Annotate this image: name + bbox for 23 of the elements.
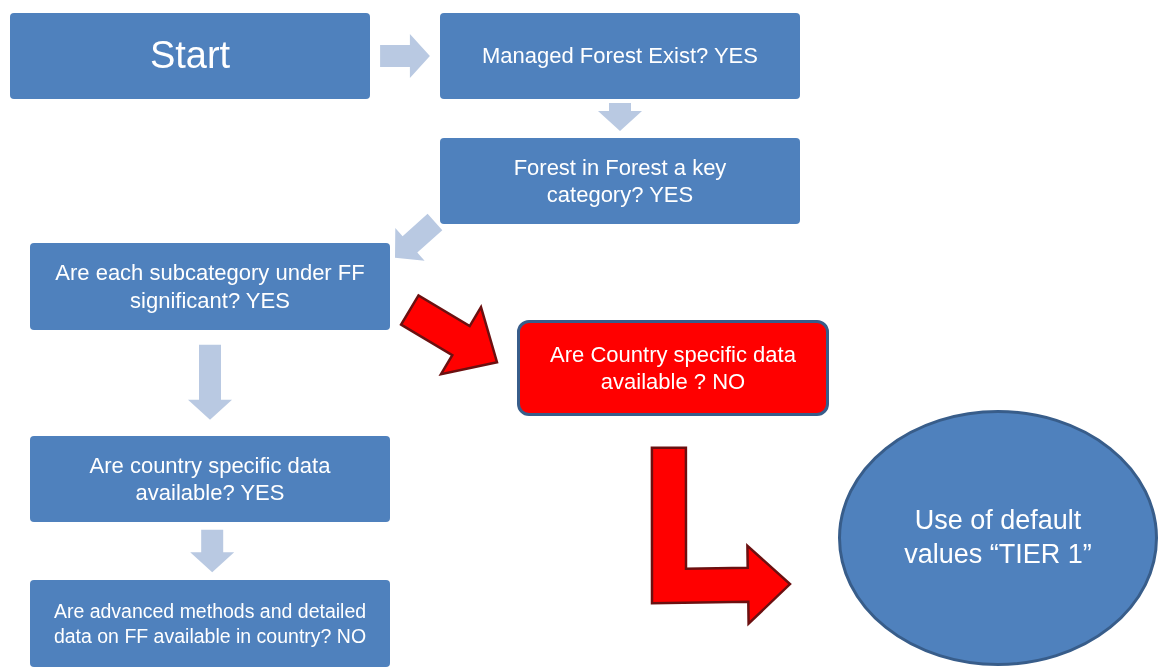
process-box [440, 13, 800, 99]
node-text: Start [149, 33, 231, 79]
process-box [440, 138, 800, 224]
process-box [30, 243, 390, 330]
node-text: Forest in Forest a key category? YES [512, 153, 728, 209]
block-arrow [650, 446, 792, 627]
node-text: Managed Forest Exist? YES [482, 42, 758, 70]
block-arrow [395, 213, 443, 261]
process-box [10, 13, 370, 99]
process-box [30, 580, 390, 667]
node-text: Are country specific data available? YES [88, 451, 332, 507]
node-text: Are Country specific data available ? NO [549, 340, 797, 396]
decision-box [517, 320, 829, 416]
process-box [30, 436, 390, 522]
block-arrow [188, 344, 232, 420]
node-text: Are advanced methods and detailed data on FF available in country? NO [52, 599, 368, 648]
block-arrow [598, 103, 642, 132]
terminal-ellipse [838, 410, 1158, 666]
block-arrow [399, 293, 499, 376]
node-text: Use of default values “TIER 1” [903, 504, 1093, 571]
block-arrow [380, 34, 430, 78]
block-arrow [190, 529, 235, 573]
node-text: Are each subcategory under FF significant? YES [54, 259, 366, 314]
